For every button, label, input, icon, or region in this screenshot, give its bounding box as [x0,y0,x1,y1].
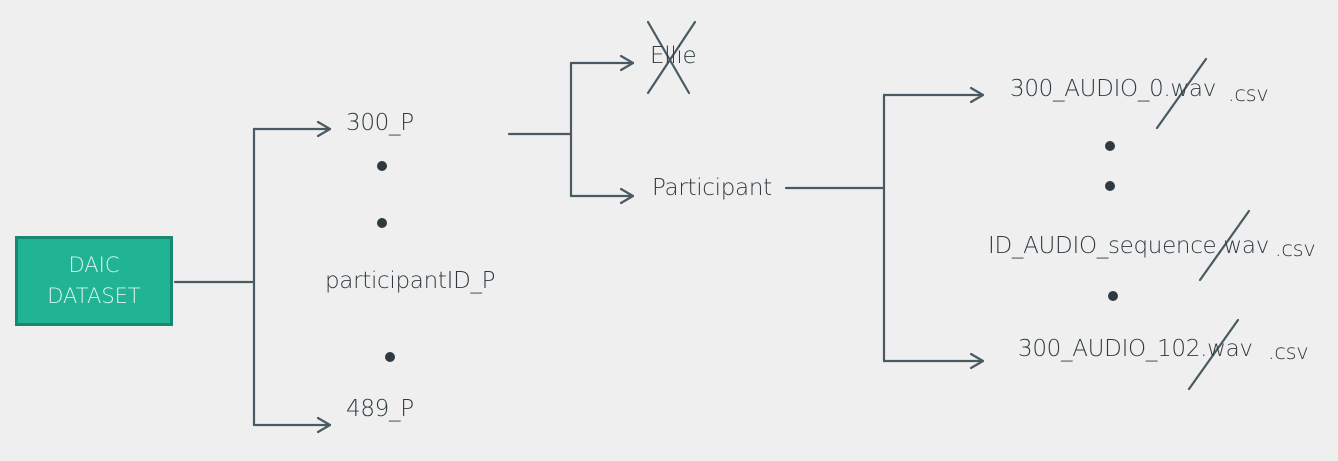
speaker-participant-label: Participant [652,175,772,201]
ellipsis-dot [377,161,387,171]
ellipsis-dot [1105,181,1115,191]
participant-first-label: 300_P [346,110,414,136]
speaker-ellie-label: Ellie [650,43,697,69]
root-line1: DAIC [68,253,120,277]
participant-middle-label: participantID_P [325,268,496,294]
file-last-label: 300_AUDIO_102.wav [1018,336,1253,362]
participant-last-label: 489_P [346,396,414,422]
ellie-cross-out [646,20,697,95]
file-last-ext: .csv [1268,340,1309,364]
file-middle-ext: .csv [1275,237,1316,261]
ellipsis-dot [1105,141,1115,151]
connector-speaker-to-files [784,86,985,370]
connector-root-to-participants [173,120,332,434]
root-line2: DATASET [47,284,141,308]
wav-strike-3 [1187,318,1240,391]
ellipsis-dot [377,218,387,228]
ellipsis-dot [385,352,395,362]
ellipsis-dot [1108,291,1118,301]
file-middle-label: ID_AUDIO_sequence.wav [988,233,1270,259]
file-first-ext: .csv [1228,82,1269,106]
daic-dataset-box: DAIC DATASET [15,236,173,326]
connector-participant-to-speakers [507,54,635,205]
wav-strike-1 [1155,57,1208,130]
file-first-label: 300_AUDIO_0.wav [1010,76,1217,102]
wav-strike-2 [1198,209,1251,282]
